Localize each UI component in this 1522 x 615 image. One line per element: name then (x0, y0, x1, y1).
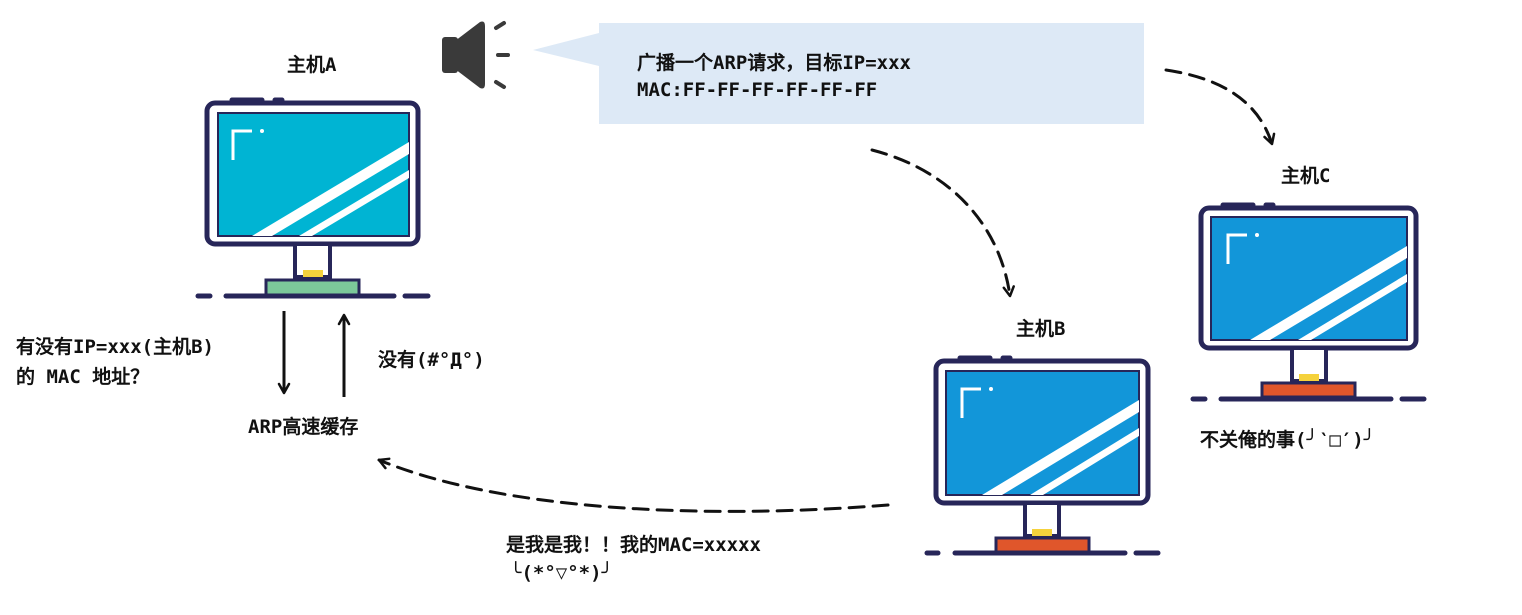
host-b-label: 主机B (1016, 318, 1066, 340)
host-b-monitor (924, 355, 1161, 556)
arp-cache-label: ARP高速缓存 (248, 416, 359, 438)
host-c-label: 主机C (1281, 165, 1331, 187)
cache-reply: 没有(#°Д°) (378, 349, 485, 371)
broadcast-line-1: 广播一个ARP请求，目标IP=xxx (637, 52, 911, 74)
host-a-monitor (195, 97, 431, 299)
host-b-screen (945, 370, 1140, 496)
speaker-icon (442, 21, 510, 89)
host-c-reply: 不关俺的事(╯‵□′)╯ (1200, 429, 1376, 451)
host-c-base (1260, 381, 1357, 399)
broadcast-line-2: MAC:FF-FF-FF-FF-FF-FF (637, 79, 878, 101)
host-a-base (264, 278, 361, 297)
cache-query-line-2: 的 MAC 地址？ (16, 366, 150, 388)
host-a-screen (217, 112, 410, 237)
host-b-base (994, 536, 1091, 554)
host-c-screen (1210, 216, 1408, 341)
cache-query-line-1: 有没有IP=xxx(主机B) (16, 336, 214, 358)
reply-arrow-to-cache (377, 457, 890, 513)
host-c-monitor (1190, 202, 1427, 402)
broadcast-arrow-to-c (1164, 68, 1276, 146)
host-b-reply-line-1: 是我是我！！我的MAC=xxxxx (506, 534, 761, 556)
host-b-reply-line-2: ╰(*°▽°*)╯ (510, 562, 613, 584)
broadcast-arrow-to-b (870, 148, 1015, 298)
bubble-tail (533, 33, 599, 66)
host-a-label: 主机A (287, 54, 337, 76)
broadcast-bubble: 广播一个ARP请求，目标IP=xxx MAC:FF-FF-FF-FF-FF-FF (599, 23, 1144, 124)
